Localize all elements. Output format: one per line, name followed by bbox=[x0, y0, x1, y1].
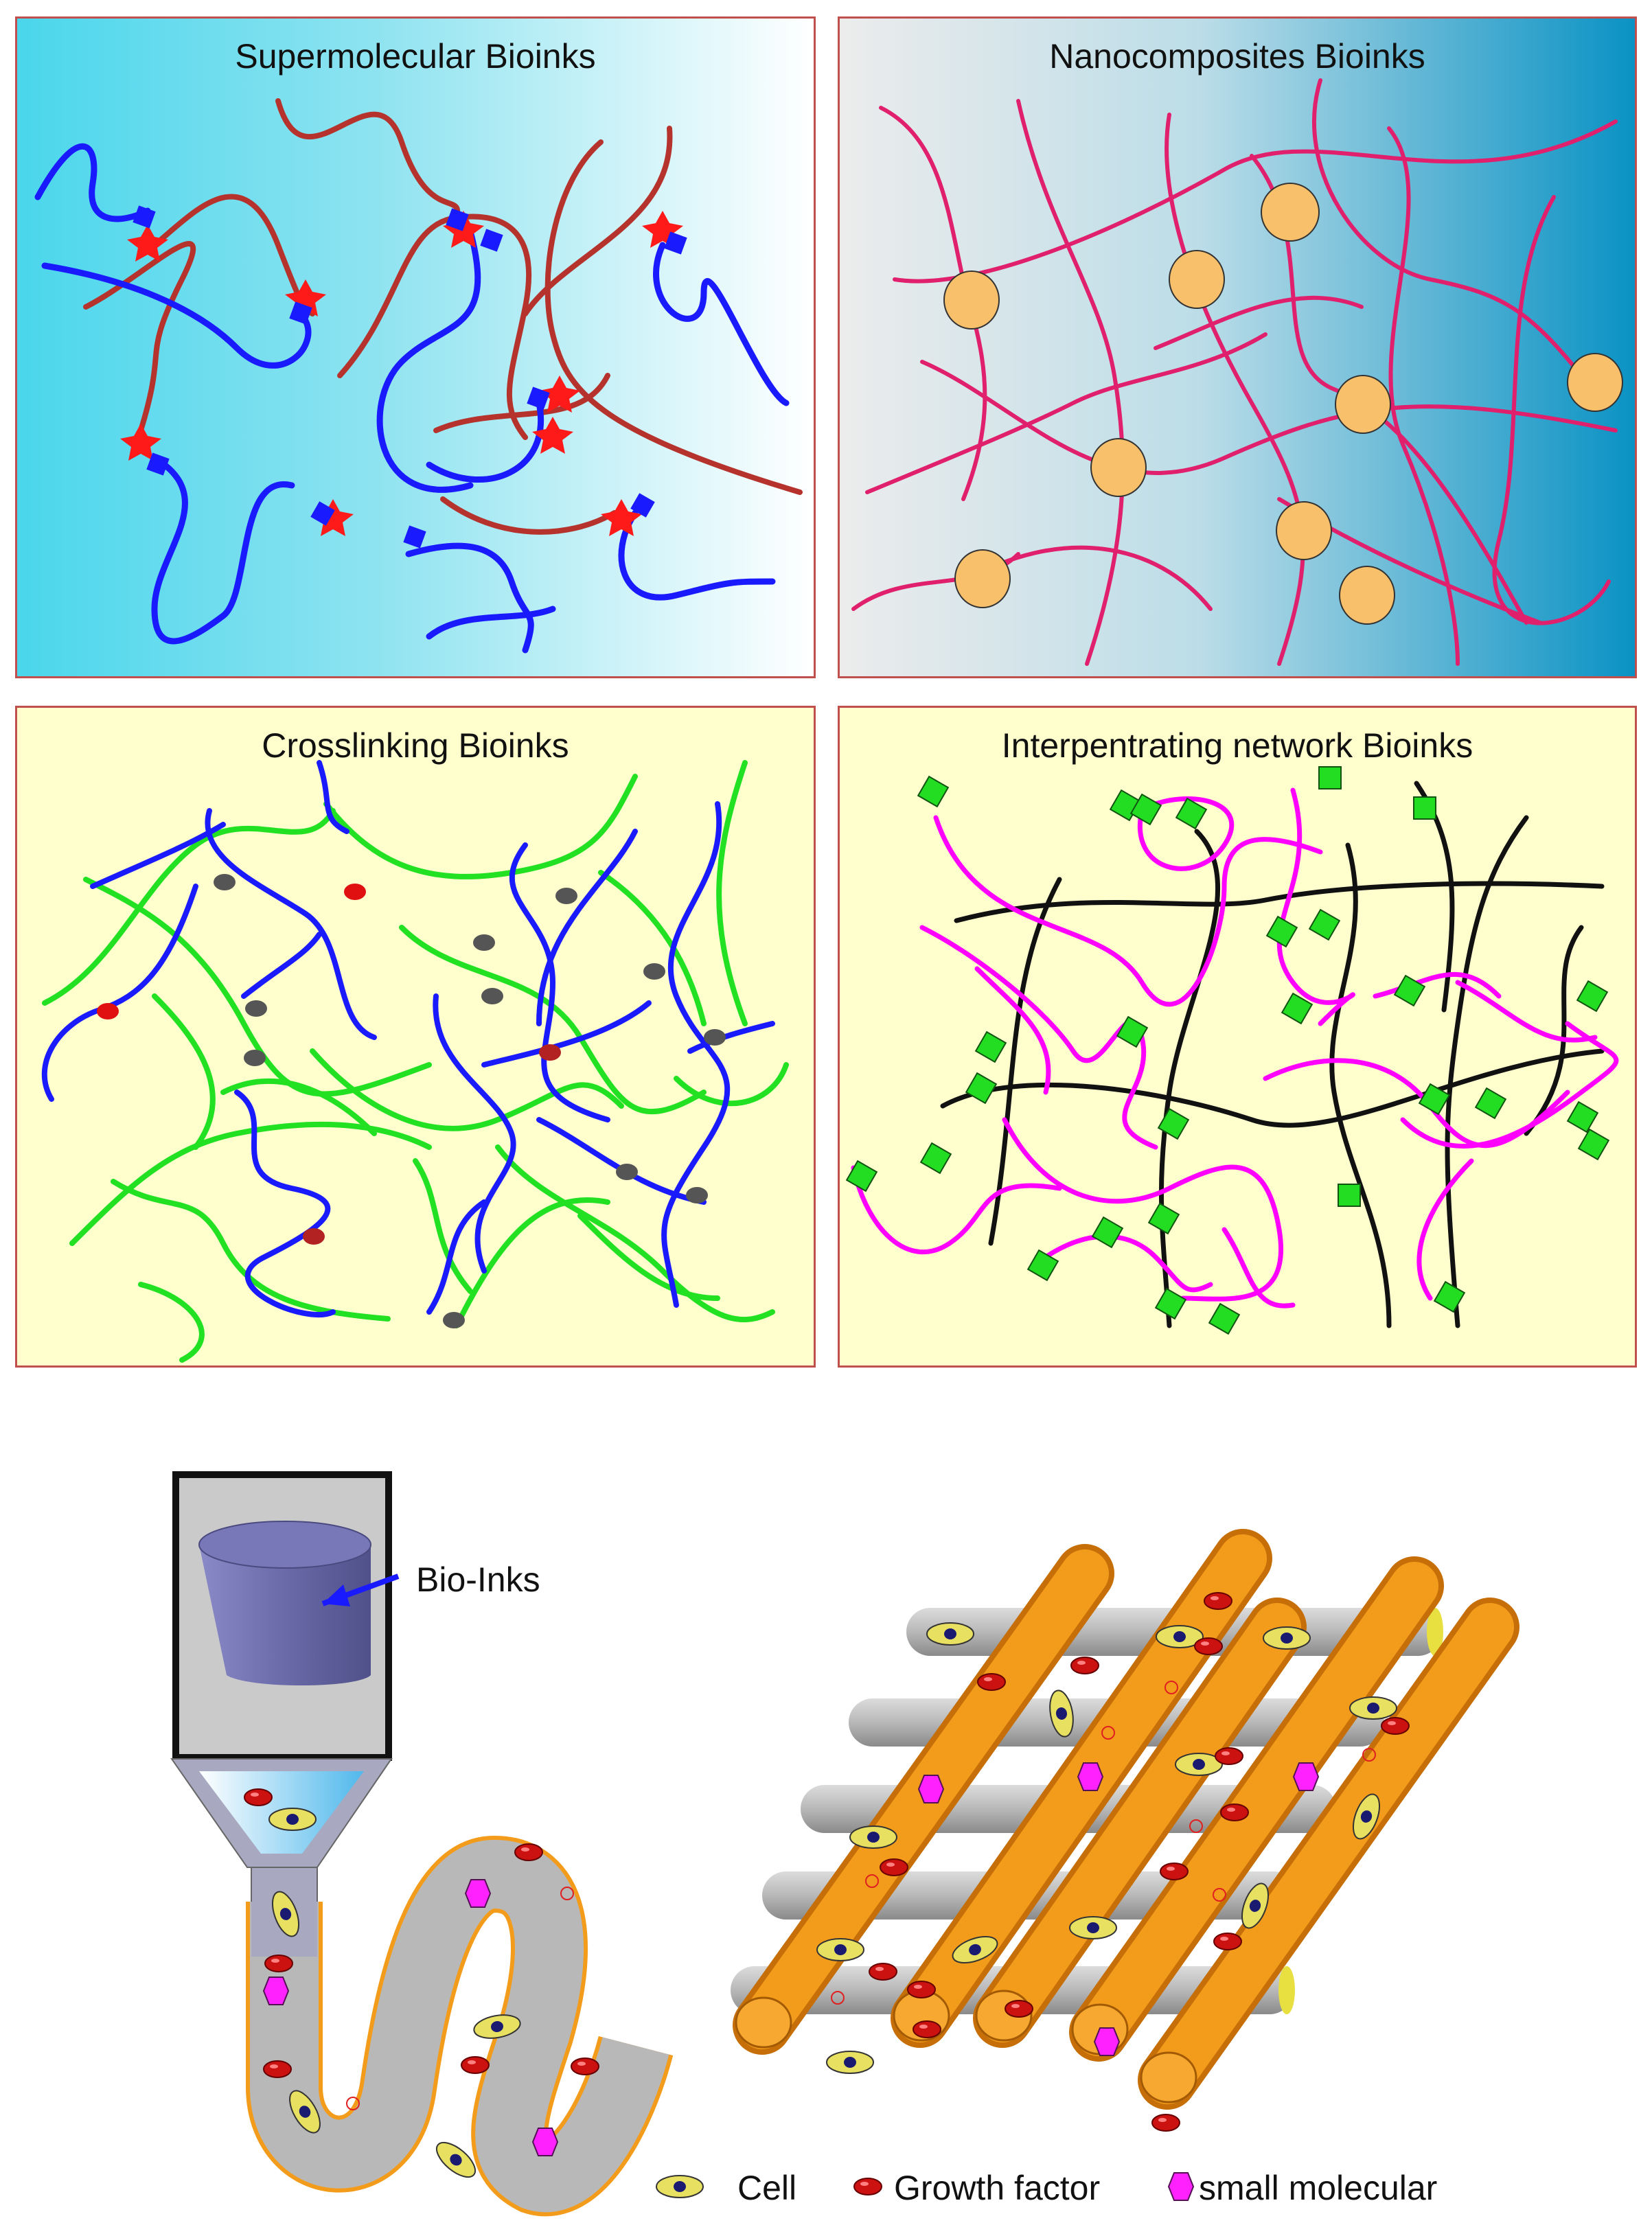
scaffold-contents bbox=[816, 1592, 1410, 2132]
interpenetrating-illustration bbox=[845, 766, 1619, 1335]
green-polymer-chains bbox=[42, 760, 789, 1363]
nanocomposites-panel: Nanocomposites Bioinks bbox=[838, 16, 1637, 678]
crosslinking-panel: Crosslinking Bioinks bbox=[15, 706, 816, 1368]
panel-title-nanocomposites: Nanocomposites Bioinks bbox=[1049, 37, 1425, 76]
supramolecular-panel: Supermolecular Bioinks bbox=[15, 16, 816, 678]
legend-small-molecular-icon bbox=[1168, 2172, 1194, 2201]
nanocomposites-illustration bbox=[851, 78, 1623, 666]
green-square-molecules bbox=[845, 766, 1610, 1335]
legend-growth-factor-label: Growth factor bbox=[894, 2169, 1100, 2207]
extruded-bioink bbox=[246, 1835, 674, 2217]
bioink-cylinder bbox=[199, 1545, 371, 1685]
red-polymer-chains bbox=[83, 98, 803, 535]
black-network-chains bbox=[940, 781, 1605, 1328]
bioprinting-illustration: Bio-Inks bbox=[170, 1471, 1519, 2217]
panel-title-crosslinking: Crosslinking Bioinks bbox=[262, 726, 569, 765]
crosslinking-illustration bbox=[41, 760, 789, 1363]
red-star-crosslinks bbox=[120, 211, 683, 536]
blue-square-end-groups bbox=[133, 205, 687, 549]
legend: Cell Growth factor small molecular bbox=[656, 2169, 1437, 2207]
supramolecular-illustration bbox=[34, 98, 803, 654]
blue-polymer-chains bbox=[41, 760, 775, 1317]
blue-polymer-chains bbox=[34, 143, 790, 654]
legend-cell-label: Cell bbox=[737, 2169, 796, 2207]
bioink-label: Bio-Inks bbox=[416, 1560, 540, 1599]
crosslink-nodes bbox=[97, 874, 726, 1328]
panel-title-interpenetrating: Interpentrating network Bioinks bbox=[1001, 726, 1473, 765]
printer-cartridge: Bio-Inks bbox=[172, 1471, 540, 1761]
nanoparticles bbox=[943, 183, 1623, 625]
legend-cell-icon bbox=[656, 2175, 704, 2198]
panel-title-supramolecular: Supermolecular Bioinks bbox=[235, 37, 596, 76]
legend-small-molecular-label: small molecular bbox=[1199, 2169, 1437, 2207]
legend-growth-factor-icon bbox=[853, 2178, 882, 2195]
interpenetrating-panel: Interpentrating network Bioinks bbox=[838, 706, 1637, 1368]
printed-contents bbox=[244, 1788, 599, 2185]
printed-scaffold bbox=[731, 1529, 1519, 2132]
magenta-network-chains bbox=[851, 787, 1619, 1309]
